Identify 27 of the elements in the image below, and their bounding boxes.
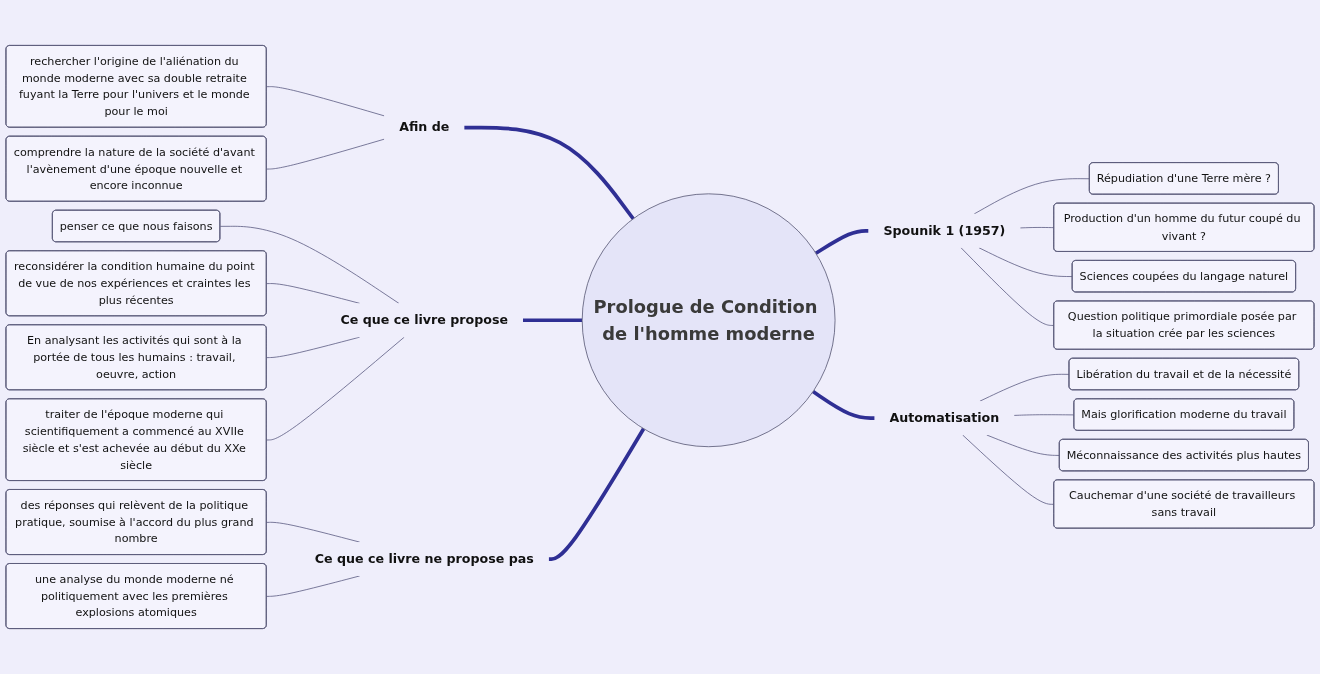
node-text: Ce que ce livre ne propose pas [314, 551, 534, 566]
connector [219, 225, 400, 304]
connector [464, 125, 635, 220]
connector [986, 434, 1061, 456]
connector [266, 86, 385, 117]
connector [266, 283, 361, 304]
connector [973, 178, 1091, 215]
connector [1019, 227, 1055, 229]
connector [266, 521, 361, 543]
node-circle: Prologue de Condition de l'homme moderne [581, 193, 836, 448]
connector [548, 427, 646, 561]
connector [978, 247, 1073, 277]
connector [814, 228, 869, 255]
node-text: Spounik 1 (1957) [883, 222, 1006, 238]
connector [266, 336, 405, 441]
node-text: Automatisation [889, 410, 1000, 425]
node-text: Ce que ce livre propose [340, 312, 509, 328]
connector [979, 373, 1070, 402]
connector [266, 336, 361, 358]
node-text: Afin de [399, 119, 450, 135]
connector [1013, 414, 1075, 416]
connector [960, 247, 1055, 326]
connector [266, 575, 361, 597]
connector [962, 434, 1055, 505]
connector [812, 390, 875, 420]
connector [266, 138, 385, 170]
connector [522, 318, 583, 323]
